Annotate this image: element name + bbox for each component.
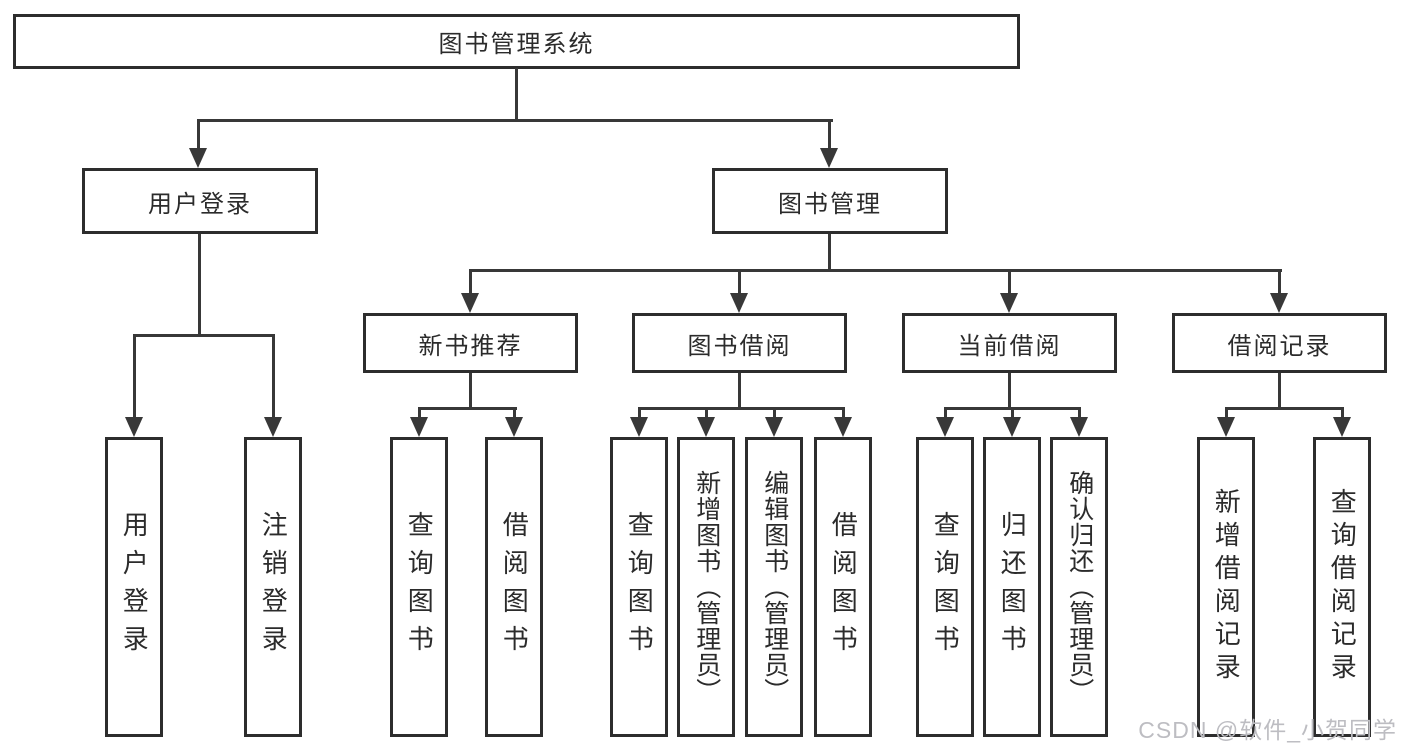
node-current-borrow: 当前借阅 (902, 313, 1117, 373)
edge-to-book-management-line (828, 119, 831, 153)
edge-to-user-login-arrowhead (189, 148, 207, 168)
edge-borrow-records-rail (1225, 407, 1344, 410)
edge-to-return-book-line (1011, 407, 1014, 423)
edge-to-add-record-line (1225, 407, 1228, 423)
leaf-borrow-book-2: 借阅图书 (814, 437, 872, 737)
edge-to-query-book-1-line (418, 407, 421, 423)
edge-root-rail (197, 119, 833, 122)
edge-to-borrow-book-2-line (842, 407, 845, 423)
node-book-borrow: 图书借阅 (632, 313, 847, 373)
leaf-query-book-3: 查询图书 (916, 437, 974, 737)
edge-to-query-book-1-arrowhead (410, 417, 428, 437)
edge-to-edit-book-line (773, 407, 776, 423)
edge-to-add-book-arrowhead (697, 417, 715, 437)
node-library-management-system: 图书管理系统 (13, 14, 1020, 69)
edge-book-management-stem (828, 234, 831, 272)
leaf-logout-login-label: 注销登录 (258, 511, 289, 663)
leaf-borrow-book-1-label: 借阅图书 (499, 511, 530, 663)
node-borrow-records: 借阅记录 (1172, 313, 1387, 373)
leaf-logout-login: 注销登录 (244, 437, 302, 737)
edge-to-borrow-book-1-arrowhead (505, 417, 523, 437)
edge-to-leaf-logout-arrowhead (264, 417, 282, 437)
edge-to-new-book-recommend-line (469, 269, 472, 297)
node-new-book-recommend: 新书推荐 (363, 313, 578, 373)
edge-to-add-record-arrowhead (1217, 417, 1235, 437)
leaf-return-book: 归还图书 (983, 437, 1041, 737)
edge-to-borrow-records-line (1278, 269, 1281, 297)
leaf-user-login: 用户登录 (105, 437, 163, 737)
edge-to-book-borrow-arrowhead (730, 293, 748, 313)
leaf-user-login-label: 用户登录 (119, 511, 150, 663)
edge-to-borrow-book-2-arrowhead (834, 417, 852, 437)
leaf-query-borrow-record-label: 查询借阅记录 (1327, 488, 1358, 686)
node-user-login: 用户登录 (82, 168, 318, 234)
edge-to-current-borrow-arrowhead (1000, 293, 1018, 313)
edge-to-borrow-book-1-line (513, 407, 516, 423)
edge-to-user-login-line (197, 119, 200, 153)
edge-to-edit-book-arrowhead (765, 417, 783, 437)
edge-to-confirm-return-line (1078, 407, 1081, 423)
edge-to-leaf-user-login-line (133, 334, 136, 422)
leaf-return-book-label: 归还图书 (997, 511, 1028, 663)
edge-to-query-record-arrowhead (1333, 417, 1351, 437)
edge-user-login-stem (198, 234, 201, 337)
edge-to-query-record-line (1341, 407, 1344, 423)
csdn-watermark: CSDN @软件_小贺同学 (1138, 717, 1397, 743)
leaf-borrow-book-1: 借阅图书 (485, 437, 543, 737)
leaf-edit-book-admin: 编辑图书（管理员） (745, 437, 803, 737)
leaf-confirm-return-admin-label: 确认归还（管理员） (1065, 470, 1094, 704)
edge-book-borrow-stem (738, 373, 741, 410)
leaf-confirm-return-admin: 确认归还（管理员） (1050, 437, 1108, 737)
edge-to-borrow-records-arrowhead (1270, 293, 1288, 313)
leaf-add-borrow-record: 新增借阅记录 (1197, 437, 1255, 737)
leaf-add-borrow-record-label: 新增借阅记录 (1211, 488, 1242, 686)
edge-to-confirm-return-arrowhead (1070, 417, 1088, 437)
edge-to-query-book-2-line (638, 407, 641, 423)
edge-to-query-book-2-arrowhead (630, 417, 648, 437)
leaf-query-book-1: 查询图书 (390, 437, 448, 737)
leaf-add-book-admin-label: 新增图书（管理员） (692, 470, 721, 704)
edge-current-borrow-stem (1008, 373, 1011, 410)
edge-to-book-management-arrowhead (820, 148, 838, 168)
edge-user-login-rail (133, 334, 275, 337)
node-book-management: 图书管理 (712, 168, 948, 234)
edge-book-borrow-rail (638, 407, 845, 410)
leaf-query-book-2-label: 查询图书 (624, 511, 655, 663)
edge-new-book-recommend-rail (418, 407, 517, 410)
leaf-edit-book-admin-label: 编辑图书（管理员） (760, 470, 789, 704)
edge-to-book-borrow-line (738, 269, 741, 297)
edge-to-leaf-user-login-arrowhead (125, 417, 143, 437)
leaf-query-book-2: 查询图书 (610, 437, 668, 737)
edge-to-leaf-logout-line (272, 334, 275, 422)
leaf-query-borrow-record: 查询借阅记录 (1313, 437, 1371, 737)
leaf-query-book-1-label: 查询图书 (404, 511, 435, 663)
edge-to-add-book-line (705, 407, 708, 423)
leaf-borrow-book-2-label: 借阅图书 (828, 511, 859, 663)
leaf-add-book-admin: 新增图书（管理员） (677, 437, 735, 737)
edge-borrow-records-stem (1278, 373, 1281, 410)
edge-new-book-recommend-stem (469, 373, 472, 410)
edge-to-query-book-3-line (944, 407, 947, 423)
leaf-query-book-3-label: 查询图书 (930, 511, 961, 663)
edge-to-new-book-recommend-arrowhead (461, 293, 479, 313)
edge-to-return-book-arrowhead (1003, 417, 1021, 437)
edge-root-stem (515, 68, 518, 122)
edge-to-current-borrow-line (1008, 269, 1011, 297)
edge-book-management-rail (469, 269, 1282, 272)
edge-to-query-book-3-arrowhead (936, 417, 954, 437)
